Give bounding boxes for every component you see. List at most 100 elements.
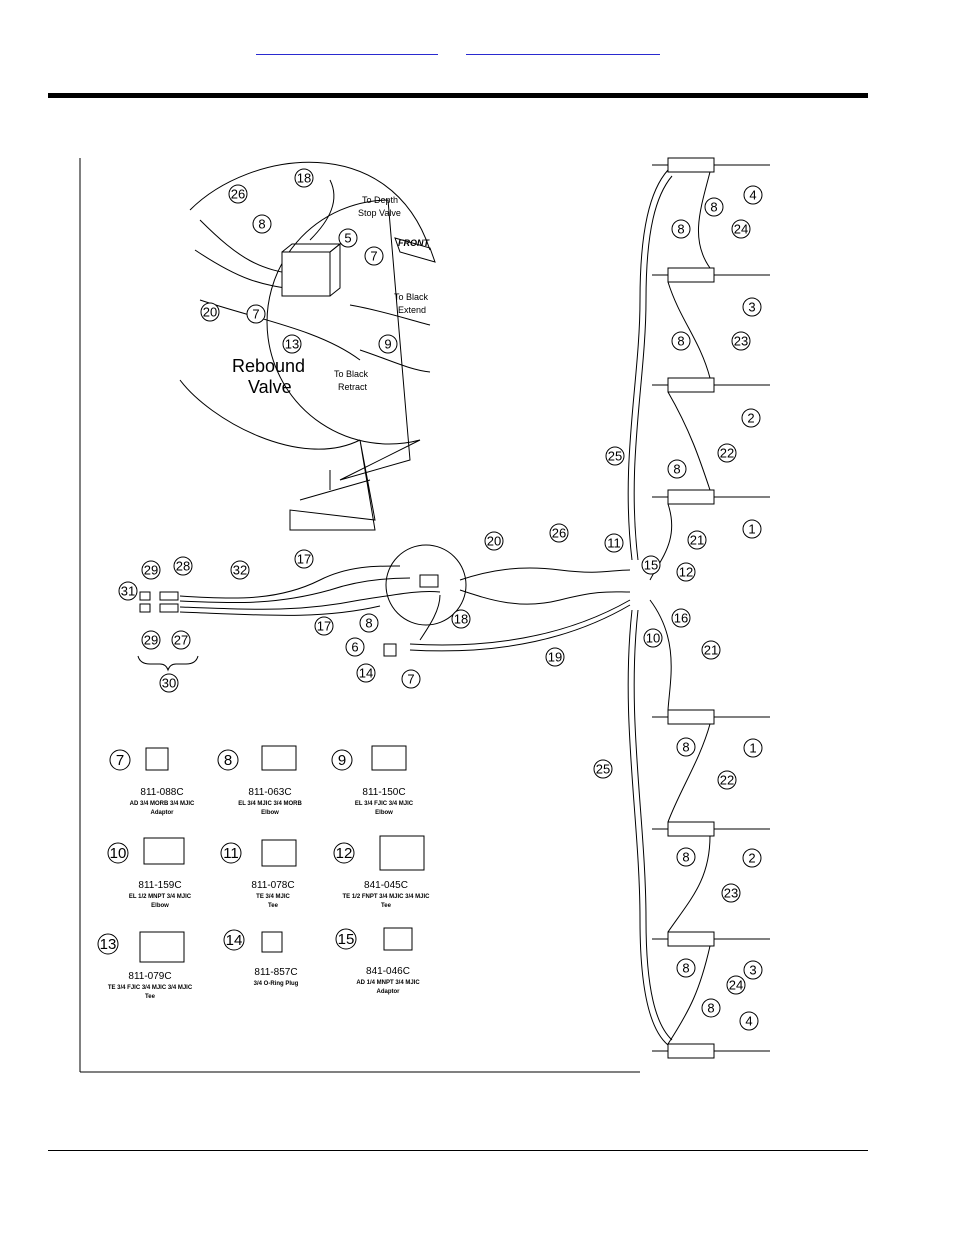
callout-right-lower-6: 2 bbox=[742, 848, 762, 868]
svg-text:811-857C: 811-857C bbox=[254, 967, 297, 978]
svg-text:Elbow: Elbow bbox=[261, 810, 279, 816]
inset-title-line2: Valve bbox=[248, 377, 292, 397]
svg-text:20: 20 bbox=[487, 534, 501, 549]
callout-right-lower-0: 21 bbox=[701, 640, 721, 660]
svg-text:3: 3 bbox=[749, 963, 756, 978]
callout-left-group-0: 29 bbox=[141, 560, 161, 580]
callout-center-13: 16 bbox=[671, 608, 691, 628]
footer-rule bbox=[48, 1150, 868, 1151]
svg-text:EL 3/4 FJIC 3/4 MJIC: EL 3/4 FJIC 3/4 MJIC bbox=[355, 801, 414, 807]
svg-text:10: 10 bbox=[110, 845, 127, 862]
header-link-1[interactable] bbox=[256, 46, 438, 55]
svg-text:23: 23 bbox=[724, 886, 738, 901]
svg-text:AD 1/4 MNPT 3/4 MJIC: AD 1/4 MNPT 3/4 MJIC bbox=[356, 980, 420, 986]
svg-text:Elbow: Elbow bbox=[151, 903, 169, 909]
callout-left-group-5: 27 bbox=[171, 630, 191, 650]
callout-right-upper-12: 21 bbox=[687, 530, 707, 550]
callout-right-upper-2: 8 bbox=[671, 219, 691, 239]
svg-text:8: 8 bbox=[673, 462, 680, 477]
svg-text:841-046C: 841-046C bbox=[366, 966, 410, 977]
callout-center-12: 12 bbox=[676, 562, 696, 582]
svg-text:8: 8 bbox=[224, 752, 232, 769]
svg-text:14: 14 bbox=[359, 666, 373, 681]
callout-center-0: 17 bbox=[294, 549, 314, 569]
svg-text:2: 2 bbox=[748, 851, 755, 866]
svg-text:11: 11 bbox=[607, 536, 621, 551]
callout-right-upper-9: 8 bbox=[667, 459, 687, 479]
part-8: 8 811-063C EL 3/4 MJIC 3/4 MORB Elbow bbox=[217, 749, 302, 816]
svg-text:7: 7 bbox=[252, 307, 259, 322]
note-to-black-extend-1: To Black bbox=[394, 292, 429, 302]
svg-text:811-078C: 811-078C bbox=[251, 880, 294, 891]
svg-text:19: 19 bbox=[548, 650, 562, 665]
callout-center-9: 19 bbox=[545, 647, 565, 667]
callout-left-group-1: 28 bbox=[173, 556, 193, 576]
callout-center-10: 11 bbox=[604, 533, 624, 553]
svg-text:10: 10 bbox=[646, 631, 660, 646]
callout-right-lower-7: 23 bbox=[721, 883, 741, 903]
svg-text:18: 18 bbox=[454, 612, 468, 627]
svg-text:27: 27 bbox=[174, 633, 188, 648]
svg-text:Tee: Tee bbox=[268, 903, 279, 909]
svg-text:24: 24 bbox=[734, 222, 748, 237]
svg-text:8: 8 bbox=[682, 850, 689, 865]
svg-text:29: 29 bbox=[144, 633, 158, 648]
header-link-2[interactable] bbox=[466, 46, 660, 55]
callout-right-lower-12: 4 bbox=[739, 1011, 759, 1031]
callout-center-6: 6 bbox=[345, 637, 365, 657]
callout-right-upper-7: 2 bbox=[741, 408, 761, 428]
svg-text:14: 14 bbox=[226, 932, 243, 949]
svg-text:TE 3/4 FJIC 3/4 MJIC 3/4 MJIC: TE 3/4 FJIC 3/4 MJIC 3/4 MJIC bbox=[108, 985, 193, 991]
callout-right-upper-3: 24 bbox=[731, 219, 751, 239]
svg-text:13: 13 bbox=[285, 337, 299, 352]
svg-text:21: 21 bbox=[704, 643, 718, 658]
svg-text:AD 3/4 MORB 3/4 MJIC: AD 3/4 MORB 3/4 MJIC bbox=[130, 801, 195, 807]
note-to-black-extend-2: Extend bbox=[398, 305, 426, 315]
callout-right-lower-10: 24 bbox=[726, 975, 746, 995]
note-to-black-retract-2: Retract bbox=[338, 382, 368, 392]
callout-right-upper-8: 25 bbox=[605, 446, 625, 466]
svg-text:20: 20 bbox=[203, 305, 217, 320]
svg-text:7: 7 bbox=[370, 249, 377, 264]
svg-text:4: 4 bbox=[749, 188, 756, 203]
svg-text:11: 11 bbox=[223, 845, 239, 862]
svg-text:3/4 O-Ring Plug: 3/4 O-Ring Plug bbox=[254, 981, 299, 987]
svg-text:1: 1 bbox=[748, 522, 755, 537]
callout-inset-4: 7 bbox=[364, 246, 384, 266]
callout-right-upper-4: 3 bbox=[742, 297, 762, 317]
callout-right-lower-4: 22 bbox=[717, 770, 737, 790]
svg-text:811-159C: 811-159C bbox=[138, 880, 181, 891]
svg-text:15: 15 bbox=[644, 558, 658, 573]
svg-text:EL 3/4 MJIC 3/4 MORB: EL 3/4 MJIC 3/4 MORB bbox=[238, 801, 302, 807]
callout-right-lower-3: 25 bbox=[593, 759, 613, 779]
svg-text:Tee: Tee bbox=[381, 903, 392, 909]
callout-right-upper-0: 8 bbox=[704, 197, 724, 217]
front-label: FRONT bbox=[398, 238, 430, 248]
svg-text:22: 22 bbox=[720, 446, 734, 461]
svg-text:8: 8 bbox=[677, 222, 684, 237]
svg-text:9: 9 bbox=[384, 337, 391, 352]
callout-right-upper-11: 1 bbox=[742, 519, 762, 539]
svg-text:21: 21 bbox=[690, 533, 704, 548]
svg-text:12: 12 bbox=[679, 565, 693, 580]
callout-inset-0: 26 bbox=[228, 184, 248, 204]
svg-text:811-063C: 811-063C bbox=[248, 787, 291, 798]
callout-inset-2: 8 bbox=[252, 214, 272, 234]
callout-center-14: 10 bbox=[643, 628, 663, 648]
note-to-black-retract-1: To Black bbox=[334, 369, 369, 379]
svg-text:17: 17 bbox=[297, 552, 311, 567]
svg-text:8: 8 bbox=[710, 200, 717, 215]
callout-right-lower-2: 1 bbox=[743, 738, 763, 758]
callout-inset-1: 18 bbox=[294, 168, 314, 188]
svg-text:15: 15 bbox=[338, 931, 355, 948]
svg-text:2: 2 bbox=[747, 411, 754, 426]
svg-text:22: 22 bbox=[720, 773, 734, 788]
callout-inset-8: 9 bbox=[378, 334, 398, 354]
svg-text:8: 8 bbox=[258, 217, 265, 232]
svg-text:28: 28 bbox=[176, 559, 190, 574]
callout-right-lower-9: 3 bbox=[743, 960, 763, 980]
